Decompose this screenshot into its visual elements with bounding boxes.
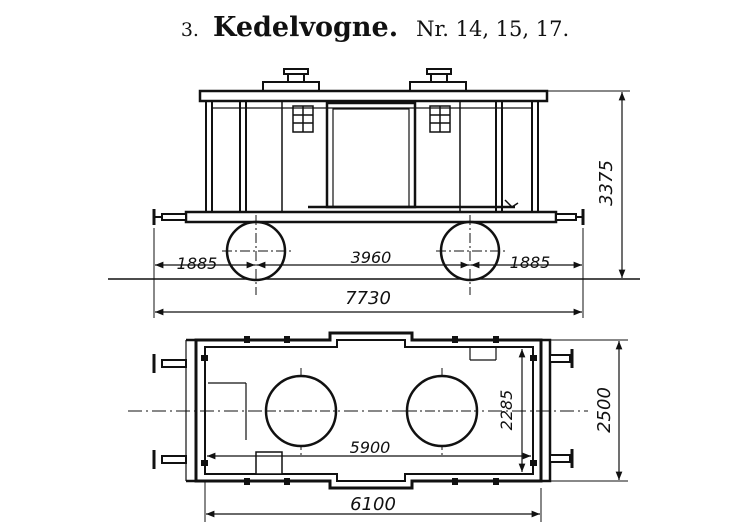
roof-cover-right bbox=[409, 68, 467, 93]
door-opening bbox=[325, 101, 417, 209]
dim-overhang-left: 1885 bbox=[177, 254, 218, 273]
dim-outer-width: 2500 bbox=[594, 387, 615, 433]
side-view bbox=[108, 68, 640, 318]
window-right bbox=[429, 105, 451, 133]
roof-cover-left bbox=[262, 68, 320, 93]
title-number: 3. bbox=[180, 19, 199, 41]
hook bbox=[504, 199, 519, 208]
dim-wheelbase: 3960 bbox=[351, 248, 392, 267]
box-fitting bbox=[255, 451, 283, 475]
roof bbox=[198, 89, 549, 103]
drawing-title: 3. Kedelvogne. Nr. 14, 15, 17. bbox=[0, 12, 750, 43]
title-name: Kedelvogne. bbox=[212, 12, 399, 43]
plan-buffers-right bbox=[549, 349, 574, 468]
dim-overhang-right: 1885 bbox=[510, 253, 551, 272]
dim-frame-length: 6100 bbox=[350, 494, 396, 515]
window-left bbox=[292, 105, 314, 133]
wheel-left bbox=[222, 215, 292, 295]
end-beam-right bbox=[541, 338, 552, 483]
dim-height: 3375 bbox=[596, 160, 617, 206]
dim-inner-width: 2285 bbox=[497, 390, 516, 431]
wall-studs bbox=[201, 336, 537, 485]
dim-length-over-buffers: 7730 bbox=[345, 288, 391, 309]
buffer-right bbox=[555, 209, 585, 225]
frame-outline bbox=[194, 331, 543, 490]
plan-dimension-lines bbox=[206, 341, 623, 518]
wheel-right bbox=[436, 215, 506, 295]
plan-buffers-left bbox=[152, 354, 187, 469]
side-dimension-lines bbox=[155, 92, 626, 316]
plan-extension-lines bbox=[204, 339, 628, 522]
dim-inner-length: 5900 bbox=[350, 438, 391, 457]
body-frame bbox=[205, 101, 539, 222]
plan-view bbox=[128, 331, 628, 522]
side-extension-lines bbox=[153, 90, 630, 318]
title-numbers: Nr. 14, 15, 17. bbox=[416, 17, 570, 41]
underframe bbox=[184, 210, 558, 224]
buffer-left bbox=[152, 209, 187, 225]
frame-inner-wall bbox=[204, 339, 534, 482]
